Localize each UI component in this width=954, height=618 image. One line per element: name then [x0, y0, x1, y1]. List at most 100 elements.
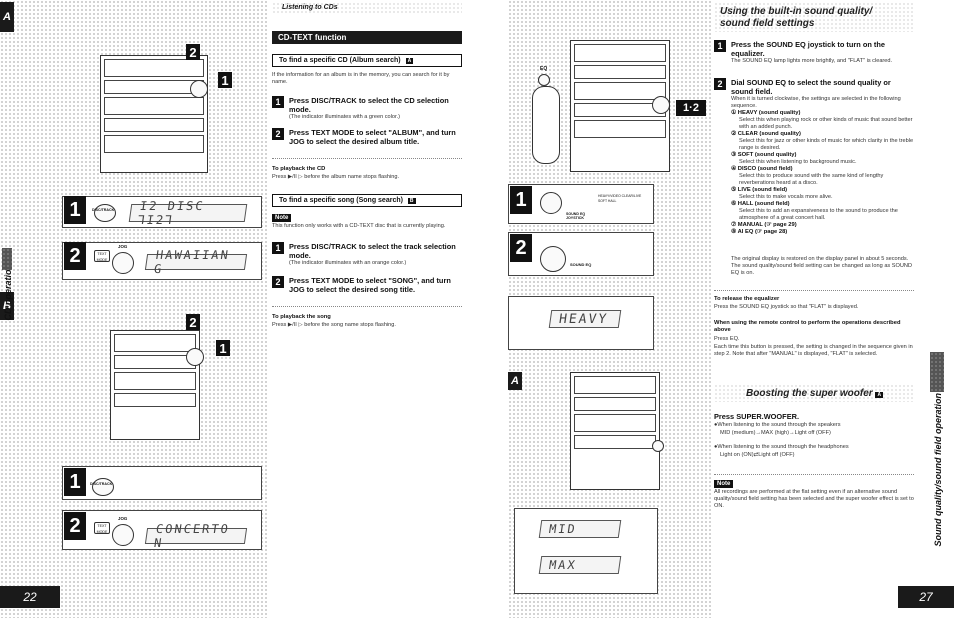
release-divider: [714, 290, 914, 291]
album-step-2-num: 2: [272, 128, 284, 140]
jog-dial-a: [112, 252, 134, 274]
lcd-album-name: HAWAIIAN G: [144, 248, 248, 276]
eq-item-soft-label: ③ SOFT (sound quality): [731, 152, 797, 158]
left-page-number: 22: [0, 586, 60, 608]
song-divider: [272, 306, 462, 307]
remote-eq-button: [538, 74, 550, 86]
song-step-1: 1 Press DISC/TRACK to select the track s…: [272, 242, 462, 267]
right-marker-square: [930, 352, 944, 392]
album-step-2-title: Press TEXT MODE to select "ALBUM", and t…: [289, 128, 456, 146]
woofer-speakers-seq: MID (medium)→MAX (high)→Light off (OFF): [720, 430, 831, 436]
tape-deck-b: [114, 372, 196, 390]
disc-track-button-b: [92, 478, 114, 496]
eq-item-manual: ⑦ MANUAL (☞ page 29): [731, 222, 797, 228]
tape-deck-rt: [574, 82, 666, 100]
eq-item-disco-desc: Select this to produce sound with the sa…: [739, 173, 884, 186]
disc-track-button-a: [94, 204, 116, 222]
tape-deck-rb: [574, 414, 656, 432]
album-step-1: 1 Press DISC/TRACK to select the CD sele…: [272, 96, 462, 121]
step-1-marker-b: 1: [64, 468, 86, 496]
eq-step-1-num: 1: [714, 40, 726, 52]
right-header-line2: sound field settings: [720, 18, 815, 29]
control-strip: [104, 118, 204, 132]
eq-item-soft-desc: Select this when listening to background…: [739, 159, 857, 165]
step-strip-b1: [62, 466, 262, 500]
woofer-banner: Boosting the super woofer A: [740, 386, 889, 401]
song-playback-text: Press ▶/II ▷ before the song name stops …: [272, 322, 396, 328]
left-header-dots: [272, 2, 462, 14]
left-section-tab-a: A: [0, 2, 14, 32]
album-divider: [272, 158, 462, 159]
remote-text-2: Each time this button is pressed, the se…: [714, 344, 913, 357]
step-1-marker-a: 1: [64, 196, 86, 224]
stereo-illustration-a: [100, 55, 208, 173]
eq-item-soft: ③ SOFT (sound quality) Select this when …: [731, 152, 915, 166]
eq-item-live: ⑤ LIVE (sound field) Select this to make…: [731, 187, 915, 201]
stereo-illustration-right-bottom: [570, 372, 660, 490]
left-marker-square: [2, 248, 12, 270]
right-page-number: 27: [898, 586, 954, 608]
song-search-title: To find a specific song (Song search): [279, 197, 403, 204]
jog-knob-figure-b: [186, 348, 204, 366]
release-title: To release the equalizer: [714, 296, 780, 302]
remote-text-1: Press EQ.: [714, 336, 740, 342]
sound-eq-label: SOUND EQ: [570, 262, 592, 267]
remote-control: [532, 86, 560, 164]
song-step-1-note: (The indicator illuminates with an orang…: [289, 260, 407, 266]
callout-2-b: 2: [186, 314, 200, 330]
super-woofer-button-figure: [652, 440, 664, 452]
lower-deck-rt: [574, 120, 666, 138]
cd-changer-deck-rt: [574, 44, 666, 62]
eq-item-ai-eq: ⑧ AI EQ (☞ page 28): [731, 229, 788, 235]
jog-dial-b: [112, 524, 134, 546]
woofer-phones-seq: Light on (ON)⇄Light off (OFF): [720, 452, 795, 458]
tape-deck: [104, 97, 204, 115]
woofer-note-tag: Note: [714, 480, 734, 488]
woofer-phones-label: ●When listening to the sound through the…: [714, 444, 849, 450]
callout-1-2: 1·2: [676, 100, 706, 116]
display-panel-rt: [574, 65, 666, 79]
eq-item-hall-label: ⑥ HALL (sound field): [731, 201, 790, 207]
display-panel-b: [114, 355, 196, 369]
eq-step-2-num: 2: [714, 78, 726, 90]
control-strip-rb: [574, 435, 656, 449]
lcd-eq-heavy: HEAVY: [548, 310, 622, 328]
song-step-1-title: Press DISC/TRACK to select the track sel…: [289, 242, 456, 260]
eq-item-heavy-label: ① HEAVY (sound quality): [731, 110, 801, 116]
eq-item-live-desc: Select this to make vocals more alive.: [739, 194, 833, 200]
eq-item-clear: ② CLEAR (sound quality) Select this for …: [731, 131, 915, 152]
jog-knob-figure-a: [190, 80, 208, 98]
album-playback-title: To playback the CD: [272, 166, 326, 172]
woofer-press: Press SUPER.WOOFER.: [714, 412, 800, 421]
woofer-banner-dots: [714, 384, 914, 402]
right-vertical-label: Sound quality/sound field operation: [933, 393, 943, 547]
display-panel: [104, 80, 204, 94]
display-panel-rb: [574, 397, 656, 411]
album-search-tag: A: [405, 58, 414, 64]
song-playback-title: To playback the song: [272, 314, 331, 320]
eq-item-heavy-desc: Select this when playing rock or other k…: [739, 117, 913, 130]
joystick-label: SOUND EQ JOYSTICK: [566, 212, 586, 220]
callout-2-a: 2: [186, 44, 200, 60]
album-step-1-note: (The indicator illuminates with a green …: [289, 114, 400, 120]
callout-1-b: 1: [216, 340, 230, 356]
woofer-banner-text: Boosting the super woofer: [746, 388, 873, 399]
step-2-marker-b: 2: [64, 512, 86, 540]
sound-eq-joystick-figure: [540, 192, 562, 214]
lower-deck: [104, 135, 204, 153]
disc-track-label-b: DISC/TRACK: [90, 482, 113, 486]
sound-eq-dial-figure: [540, 246, 566, 272]
right-step-1-marker: 1: [510, 186, 532, 214]
disc-track-label-a: DISC/TRACK: [92, 208, 115, 212]
eq-item-disco-label: ④ DISCO (sound field): [731, 166, 793, 172]
album-intro: If the information for an album is in th…: [272, 72, 450, 85]
cd-changer-deck-b: [114, 334, 196, 352]
control-strip-b: [114, 393, 196, 407]
eq-side-labels: HEAVY/VIDEO CLEAR/LIVE SOFT HALL: [598, 194, 642, 203]
eq-step-2-title: Dial SOUND EQ to select the sound qualit…: [731, 78, 891, 96]
release-text: Press the SOUND EQ joystick so that "FLA…: [714, 304, 859, 310]
album-step-1-title: Press DISC/TRACK to select the CD select…: [289, 96, 449, 114]
eq-step-2: 2 Dial SOUND EQ to select the sound qual…: [714, 78, 914, 110]
song-search-box: To find a specific song (Song search) B: [272, 194, 462, 207]
lcd-woofer-mid: MID: [538, 520, 622, 538]
